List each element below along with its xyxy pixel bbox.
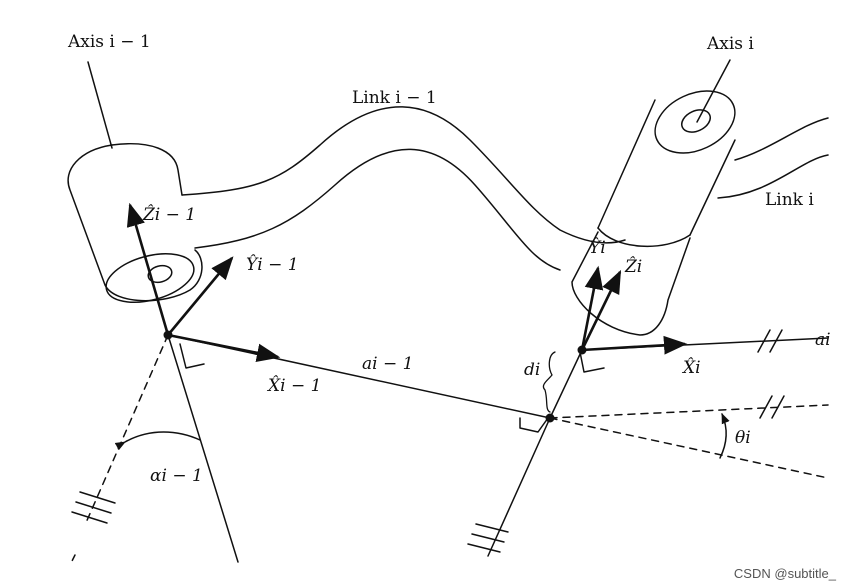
- a-i-label: ai: [815, 330, 831, 350]
- foot-point: [545, 413, 555, 423]
- offset-d: [549, 349, 583, 419]
- z-i-arrow: [580, 269, 622, 351]
- z-i-label: Ẑi: [625, 257, 643, 277]
- theta-ref-line: [549, 404, 829, 419]
- link-prev-label: Link i − 1: [352, 88, 437, 108]
- left-cylinder-hole-inner: [147, 264, 173, 284]
- axis-i-lower: [487, 417, 551, 557]
- axis-i-label: Axis i: [707, 34, 754, 54]
- a-prev-label: ai − 1: [362, 354, 414, 374]
- right-cylinder-hole: [681, 109, 711, 133]
- axis-prev-projected: [84, 334, 169, 526]
- y-i-label: Ŷi: [589, 238, 606, 258]
- link-i-label: Link i: [765, 190, 814, 210]
- link-i-edges: [717, 117, 829, 199]
- x-prev-arrow: [167, 333, 281, 363]
- right-cylinder-top: [654, 90, 736, 154]
- x-prev-label: X̂i − 1: [268, 376, 322, 396]
- y-i-arrow: [580, 265, 604, 351]
- theta-rotated-line: [549, 417, 829, 479]
- x-i-label: X̂i: [683, 358, 701, 378]
- axis-prev-lower: [167, 334, 239, 563]
- axis-i-upper: [696, 59, 731, 123]
- axis-prev-upper: [87, 61, 113, 149]
- left-cylinder: [67, 144, 203, 302]
- y-prev-label: Ŷi − 1: [246, 255, 299, 275]
- link-prev-bottom-edge: [194, 148, 561, 271]
- origin-i: [577, 345, 587, 355]
- x-i-arrow: [581, 335, 688, 355]
- theta-arc: [719, 413, 730, 459]
- y-prev-arrow: [167, 256, 234, 336]
- z-prev-label: Ẑi − 1: [143, 205, 197, 225]
- theta-i-label: θi: [735, 428, 751, 448]
- axis-prev-label: Axis i − 1: [68, 32, 151, 52]
- watermark: CSDN @subtitle_: [733, 566, 836, 581]
- d-i-label: di: [524, 360, 541, 380]
- origin-prev: [163, 330, 173, 340]
- z-prev-arrow: [126, 202, 170, 336]
- alpha-arc: [114, 431, 201, 451]
- link-prev-top-edge: [181, 106, 626, 244]
- alpha-prev-label: αi − 1: [150, 466, 203, 486]
